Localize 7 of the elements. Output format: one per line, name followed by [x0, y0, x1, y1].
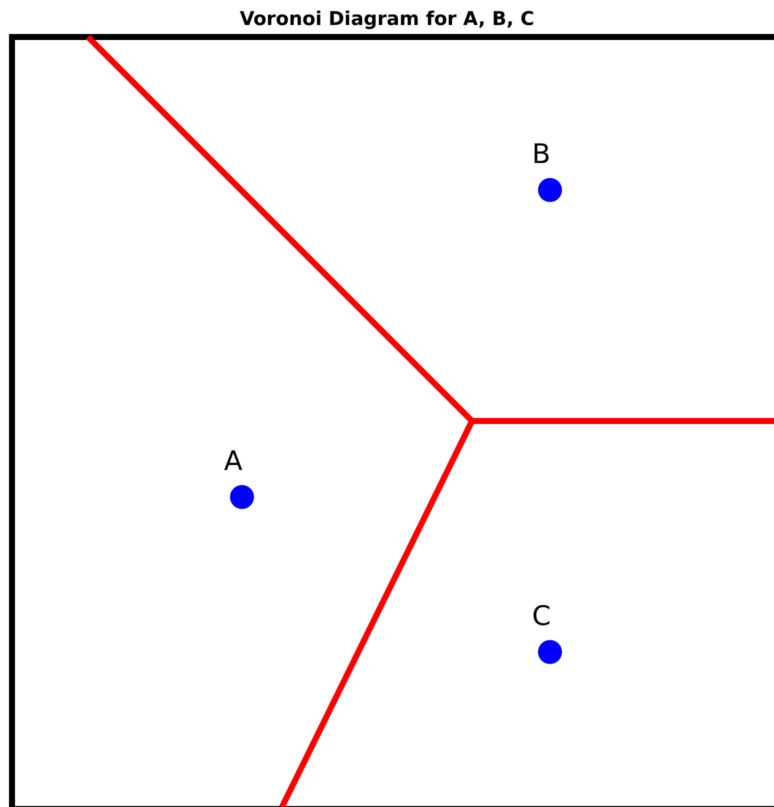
- point-label: A: [224, 448, 242, 475]
- point-label: C: [532, 603, 551, 630]
- diagram-title: Voronoi Diagram for A, B, C: [240, 8, 534, 30]
- point-marker: [230, 485, 254, 509]
- point-marker: [538, 178, 562, 202]
- point-label: B: [532, 141, 551, 168]
- point-marker: [538, 640, 562, 664]
